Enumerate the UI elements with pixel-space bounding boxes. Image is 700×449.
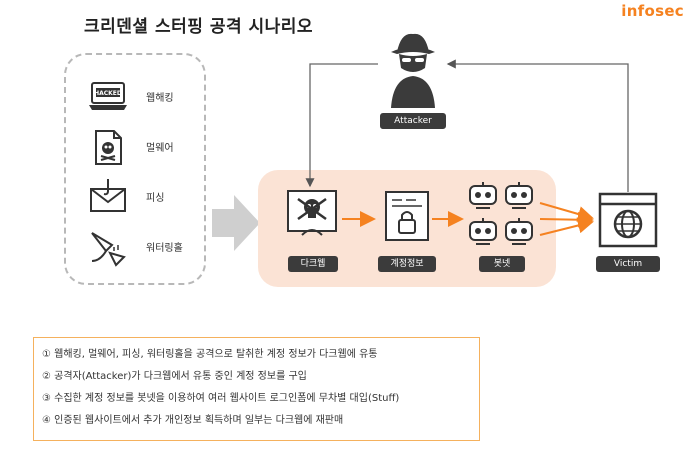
scenario-notes: ① 웹해킹, 멀웨어, 피싱, 워터링홀을 공격으로 탈취한 계정 정보가 다크… <box>33 337 480 441</box>
hacked-text: HACKED <box>94 90 122 97</box>
vector-web-hacking: HACKED 웹해킹 <box>86 77 196 117</box>
vector-malware: 멀웨어 <box>86 127 196 167</box>
page-title: 크리덴셜 스터핑 공격 시나리오 <box>84 17 314 37</box>
victim-label: Victim <box>596 256 660 272</box>
botnet-to-victim-arrow <box>539 211 594 228</box>
skull-crossbones-icon <box>287 190 337 236</box>
victim-to-attacker-line <box>446 59 629 192</box>
vector-phishing: 피싱 <box>86 177 196 217</box>
attack-vectors-panel: HACKED 웹해킹 멀웨어 피싱 워터링홀 <box>64 53 206 285</box>
big-gray-arrow <box>212 195 260 251</box>
note-item: ② 공격자(Attacker)가 다크웹에서 유통 중인 계정 정보를 구입 <box>42 371 307 382</box>
botnet-to-victim-arrow <box>539 217 594 236</box>
phishing-envelope-icon <box>90 179 126 212</box>
hacked-laptop-icon: HACKED <box>89 82 127 110</box>
vector-label: 워터링홀 <box>146 243 183 254</box>
credential-lock-icon <box>385 191 429 241</box>
watering-hole-icon <box>91 232 126 267</box>
brand-logo: infosec <box>621 2 684 20</box>
attacker-to-darkweb-line <box>305 63 378 188</box>
hacker-spy-icon <box>391 33 435 108</box>
note-item: ④ 인증된 웹사이트에서 추가 개인정보 획득하며 일부는 다크웹에 재판매 <box>42 415 344 426</box>
credentials-label: 계정정보 <box>378 256 436 272</box>
attacker-label: Attacker <box>380 113 446 129</box>
darkweb-label: 다크웹 <box>288 256 338 272</box>
robot-botnet-icon <box>469 181 533 245</box>
vector-label: 피싱 <box>146 193 165 204</box>
vector-label: 웹해킹 <box>146 93 174 104</box>
note-item: ③ 수집한 계정 정보를 봇넷을 이용하여 여러 웹사이트 로그인폼에 무차별 … <box>42 393 400 404</box>
botnet-label: 봇넷 <box>479 256 525 272</box>
browser-globe-icon <box>598 192 658 248</box>
botnet-to-victim-arrow <box>539 202 594 222</box>
vector-label: 멀웨어 <box>146 143 174 154</box>
note-item: ① 웹해킹, 멀웨어, 피싱, 워터링홀을 공격으로 탈취한 계정 정보가 다크… <box>42 349 378 360</box>
vector-watering-hole: 워터링홀 <box>86 227 196 267</box>
malware-skull-document-icon <box>95 130 122 165</box>
